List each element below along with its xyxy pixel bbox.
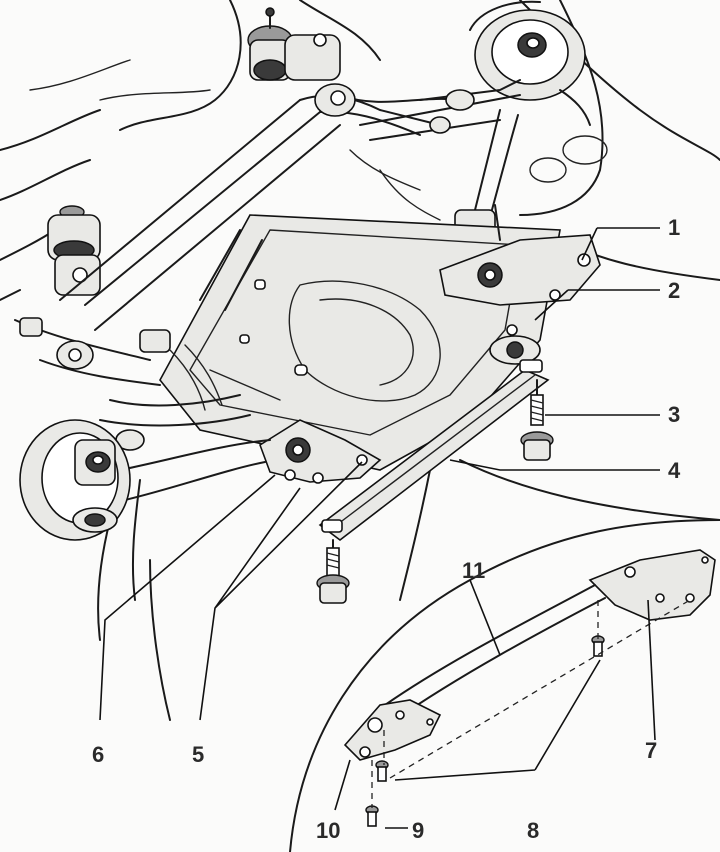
left-mounting-bracket xyxy=(259,419,382,484)
callout-2: 2 xyxy=(668,278,680,303)
callout-8: 8 xyxy=(527,818,539,843)
callout-11: 11 xyxy=(462,558,485,583)
rear-right-brake-disc xyxy=(469,0,608,183)
callout-4: 4 xyxy=(668,458,681,483)
rear-axle-beam xyxy=(59,79,521,331)
callout-6: 6 xyxy=(92,742,104,767)
callout-5: 5 xyxy=(192,742,204,767)
left-control-arms xyxy=(14,317,281,501)
callout-labels: 1 2 3 4 5 6 7 8 9 10 11 xyxy=(92,215,681,843)
callout-1: 1 xyxy=(668,215,680,240)
callout-7: 7 xyxy=(645,738,657,763)
inset-bolts xyxy=(365,599,691,827)
top-spring-mount xyxy=(247,7,341,81)
inset-strut-brace xyxy=(343,549,716,761)
strut-brace-bar xyxy=(318,359,550,542)
callout-9: 9 xyxy=(412,818,424,843)
bolt-item-3 xyxy=(520,379,554,461)
callout-10: 10 xyxy=(316,818,340,843)
rear-left-brake-disc xyxy=(19,419,131,541)
bolt-lower xyxy=(316,539,350,604)
callout-3: 3 xyxy=(668,402,680,427)
right-mounting-bracket xyxy=(439,204,601,365)
leader-lines xyxy=(99,227,660,829)
left-spring-mount xyxy=(47,205,101,296)
